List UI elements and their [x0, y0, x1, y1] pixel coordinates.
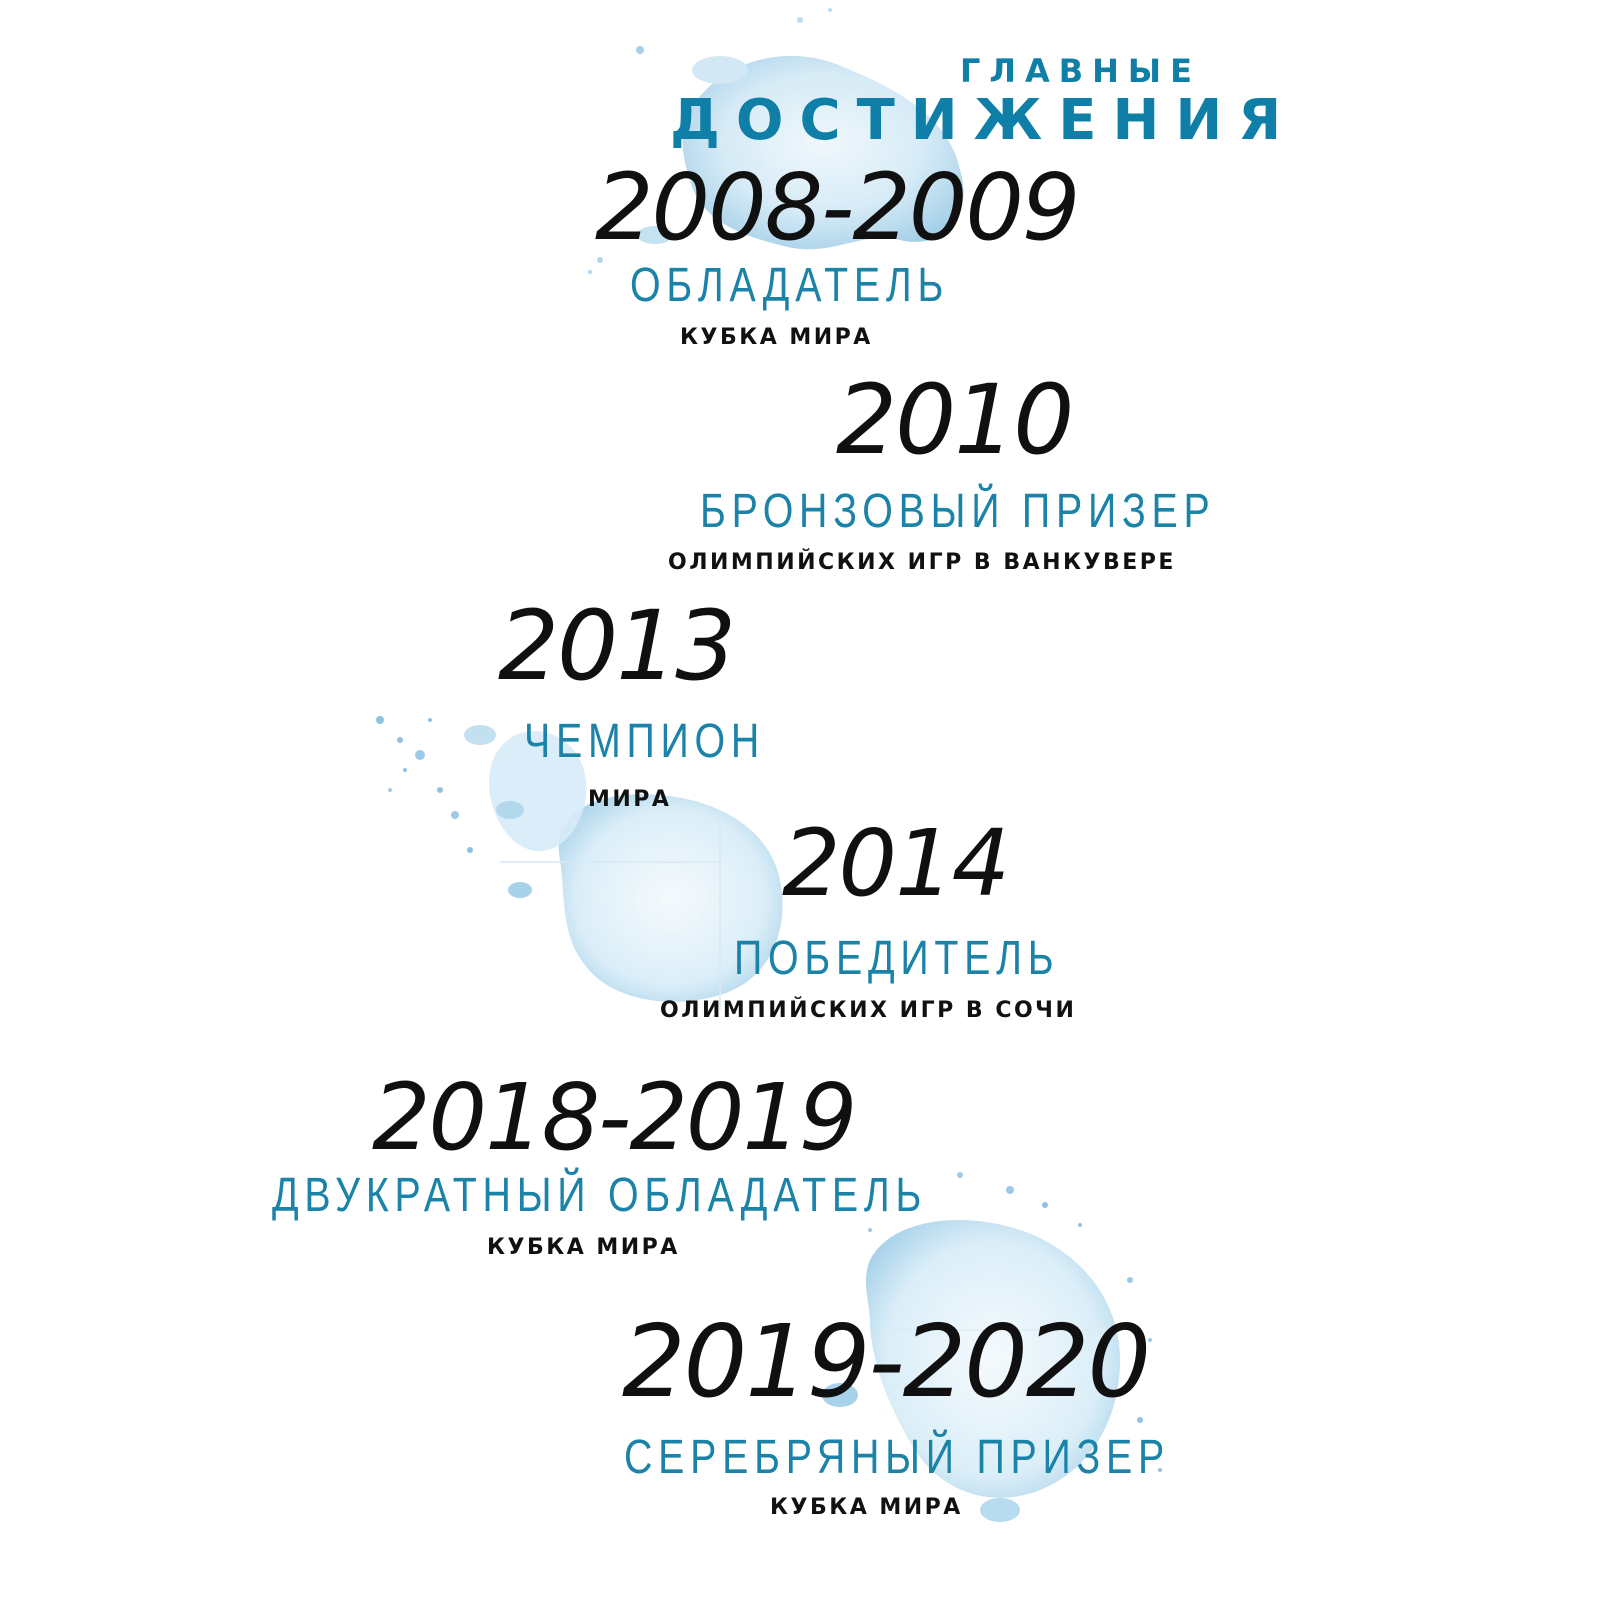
- year-2008-2009: 2008-2009: [595, 154, 1080, 261]
- achievement-title-2: БРОНЗОВЫЙ ПРИЗЕР: [700, 485, 1216, 538]
- achievement-title-3: ЧЕМПИОН: [524, 715, 766, 768]
- achievement-title-6: СЕРЕБРЯНЫЙ ПРИЗЕР: [624, 1431, 1171, 1484]
- year-2010: 2010: [836, 364, 1074, 476]
- achievement-subtitle-2: ОЛИМПИЙСКИХ ИГР В ВАНКУВЕРЕ: [668, 550, 1176, 575]
- splash-bottom: [822, 1172, 1162, 1522]
- achievement-title-4: ПОБЕДИТЕЛЬ: [734, 932, 1060, 985]
- year-2014: 2014: [782, 810, 1010, 917]
- year-2018-2019: 2018-2019: [372, 1064, 857, 1171]
- achievement-title-5: ДВУКРАТНЫЙ ОБЛАДАТЕЛЬ: [272, 1169, 928, 1222]
- achievement-subtitle-5: КУБКА МИРА: [487, 1235, 680, 1260]
- achievement-subtitle-1: КУБКА МИРА: [680, 325, 873, 350]
- heading-line-1: ГЛАВНЫЕ: [960, 52, 1201, 90]
- splash-top: [588, 8, 964, 274]
- heading-line-2: ДОСТИЖЕНИЯ: [670, 88, 1298, 153]
- achievement-title-1: ОБЛАДАТЕЛЬ: [630, 259, 950, 312]
- year-2013: 2013: [498, 590, 736, 702]
- achievement-subtitle-6: КУБКА МИРА: [770, 1495, 963, 1520]
- achievement-subtitle-3: МИРА: [588, 787, 672, 812]
- splash-middle: [376, 716, 783, 1010]
- achievement-subtitle-4: ОЛИМПИЙСКИХ ИГР В СОЧИ: [660, 998, 1077, 1023]
- year-2019-2020: 2019-2020: [622, 1303, 1151, 1420]
